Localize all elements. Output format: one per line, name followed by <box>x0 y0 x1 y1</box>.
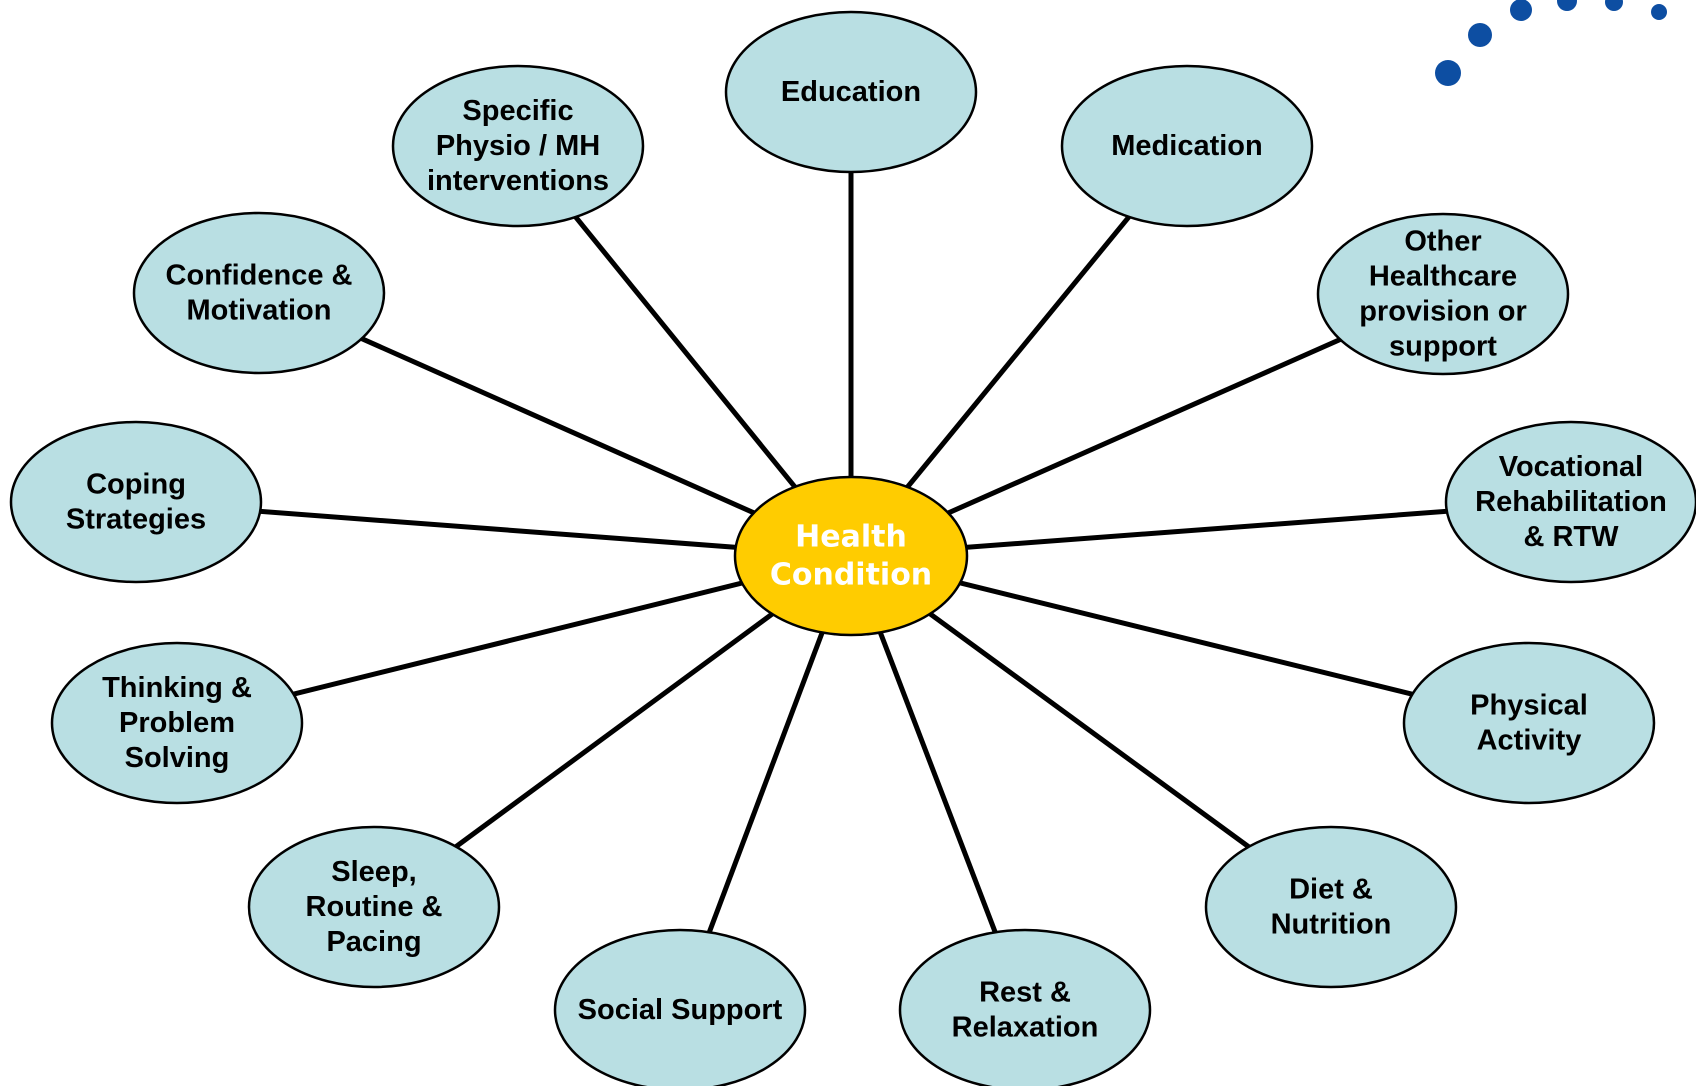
node-education: Education <box>724 10 978 174</box>
node-thinking-problem-solving-label-line: Problem <box>119 707 235 739</box>
node-specific-interventions-label-line: Physio / MH <box>436 130 600 162</box>
node-confidence-motivation: Confidence &Motivation <box>132 211 386 375</box>
node-confidence-motivation-label-line: Motivation <box>187 295 332 327</box>
node-vocational-rehabilitation-label-line: Vocational <box>1499 451 1644 483</box>
node-rest-relaxation: Rest &Relaxation <box>898 928 1152 1086</box>
node-thinking-problem-solving-label-line: Solving <box>125 742 230 774</box>
node-specific-interventions-label-line: Specific <box>462 95 573 127</box>
node-vocational-rehabilitation-label-line: & RTW <box>1523 521 1619 553</box>
node-confidence-motivation-label-line: Confidence & <box>166 260 353 292</box>
node-coping-strategies-label-line: Coping <box>86 469 186 501</box>
node-diet-nutrition-label-line: Nutrition <box>1271 909 1392 941</box>
logo-dot <box>1435 60 1461 86</box>
node-education-label-line: Education <box>781 76 921 108</box>
node-specific-interventions-label-line: interventions <box>427 165 609 197</box>
dots-logo <box>1435 0 1667 86</box>
node-vocational-rehabilitation-label-line: Rehabilitation <box>1475 486 1667 518</box>
node-ellipse <box>132 211 386 375</box>
node-sleep-routine-pacing-label-line: Routine & <box>306 891 443 923</box>
node-rest-relaxation-label-line: Relaxation <box>952 1012 1099 1044</box>
node-coping-strategies-label-line: Strategies <box>66 504 206 536</box>
node-ellipse <box>1316 212 1570 376</box>
node-ellipse <box>50 641 304 805</box>
center-label-line: Health <box>795 520 907 555</box>
node-other-healthcare-label-line: Healthcare <box>1369 261 1517 293</box>
center-ellipse <box>733 475 969 637</box>
node-ellipse <box>391 64 645 228</box>
node-other-healthcare-label-line: support <box>1389 331 1497 363</box>
node-ellipse <box>898 928 1152 1086</box>
node-medication: Medication <box>1060 64 1314 228</box>
node-thinking-problem-solving-label-line: Thinking & <box>102 672 252 704</box>
logo-dot <box>1557 0 1577 11</box>
node-ellipse <box>1402 641 1656 805</box>
node-medication-label-line: Medication <box>1111 130 1262 162</box>
node-other-healthcare-label-line: Other <box>1404 226 1481 258</box>
node-physical-activity-label-line: Physical <box>1470 690 1588 722</box>
node-ellipse <box>247 825 501 989</box>
node-other-healthcare-label-line: provision or <box>1359 296 1527 328</box>
center-label-line: Condition <box>770 558 932 593</box>
node-ellipse <box>724 10 978 174</box>
node-diet-nutrition-label-line: Diet & <box>1289 874 1373 906</box>
node-diet-nutrition: Diet &Nutrition <box>1204 825 1458 989</box>
node-social-support-label-line: Social Support <box>578 994 783 1026</box>
node-ellipse <box>1060 64 1314 228</box>
logo-dot <box>1468 23 1492 47</box>
node-ellipse <box>553 928 807 1086</box>
node-physical-activity-label-line: Activity <box>1477 725 1582 757</box>
node-social-support: Social Support <box>553 928 807 1086</box>
node-ellipse <box>9 420 263 584</box>
node-sleep-routine-pacing-label-line: Pacing <box>326 926 421 958</box>
logo-dot <box>1605 0 1623 11</box>
node-ellipse <box>1204 825 1458 989</box>
outer-nodes: EducationMedicationOtherHealthcareprovis… <box>9 10 1696 1086</box>
logo-dot <box>1651 4 1667 20</box>
node-rest-relaxation-label-line: Rest & <box>979 977 1071 1009</box>
logo-dot <box>1510 0 1532 21</box>
node-sleep-routine-pacing-label-line: Sleep, <box>331 856 416 888</box>
node-ellipse <box>1444 420 1696 584</box>
node-sleep-routine-pacing: Sleep,Routine &Pacing <box>247 825 501 989</box>
